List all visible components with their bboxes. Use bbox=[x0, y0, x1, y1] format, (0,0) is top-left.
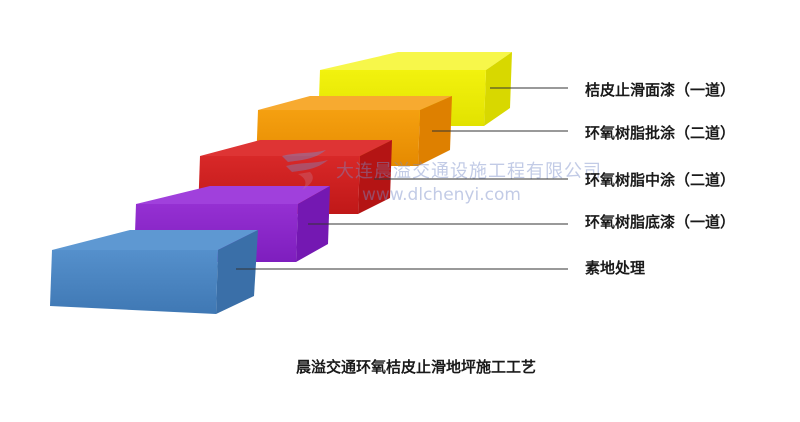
layer-block-primer-top bbox=[136, 186, 330, 204]
layer-block-substrate-side bbox=[216, 230, 258, 314]
layer-label-mid-coat: 环氧树脂中涂（二道） bbox=[585, 171, 736, 189]
layer-block-substrate bbox=[50, 230, 258, 314]
watermark-logo-icon bbox=[282, 150, 328, 190]
layer-label-substrate: 素地处理 bbox=[585, 259, 646, 277]
layer-block-substrate-front bbox=[50, 250, 218, 314]
layer-block-mid-coat-side bbox=[358, 140, 392, 214]
diagram-caption: 晨溢交通环氧桔皮止滑地坪施工工艺 bbox=[0, 356, 800, 377]
watermark-company: 大连晨溢交通设施工程有限公司 bbox=[336, 161, 602, 182]
layer-block-substrate-top bbox=[52, 230, 258, 250]
layer-label-primer: 环氧树脂底漆（一道） bbox=[585, 213, 736, 231]
layer-block-topcoat-side bbox=[484, 52, 512, 126]
layer-block-batch-coat-top bbox=[258, 96, 452, 110]
layer-label-topcoat: 桔皮止滑面漆（一道） bbox=[585, 81, 736, 99]
diagram-caption-text: 晨溢交通环氧桔皮止滑地坪施工工艺 bbox=[295, 358, 536, 376]
layer-block-mid-coat-top bbox=[200, 140, 392, 156]
layer-block-topcoat-top bbox=[320, 52, 512, 70]
layer-label-batch-coat: 环氧树脂批涂（二道） bbox=[585, 124, 736, 142]
watermark-url: www.dlchenyi.com bbox=[362, 185, 521, 205]
